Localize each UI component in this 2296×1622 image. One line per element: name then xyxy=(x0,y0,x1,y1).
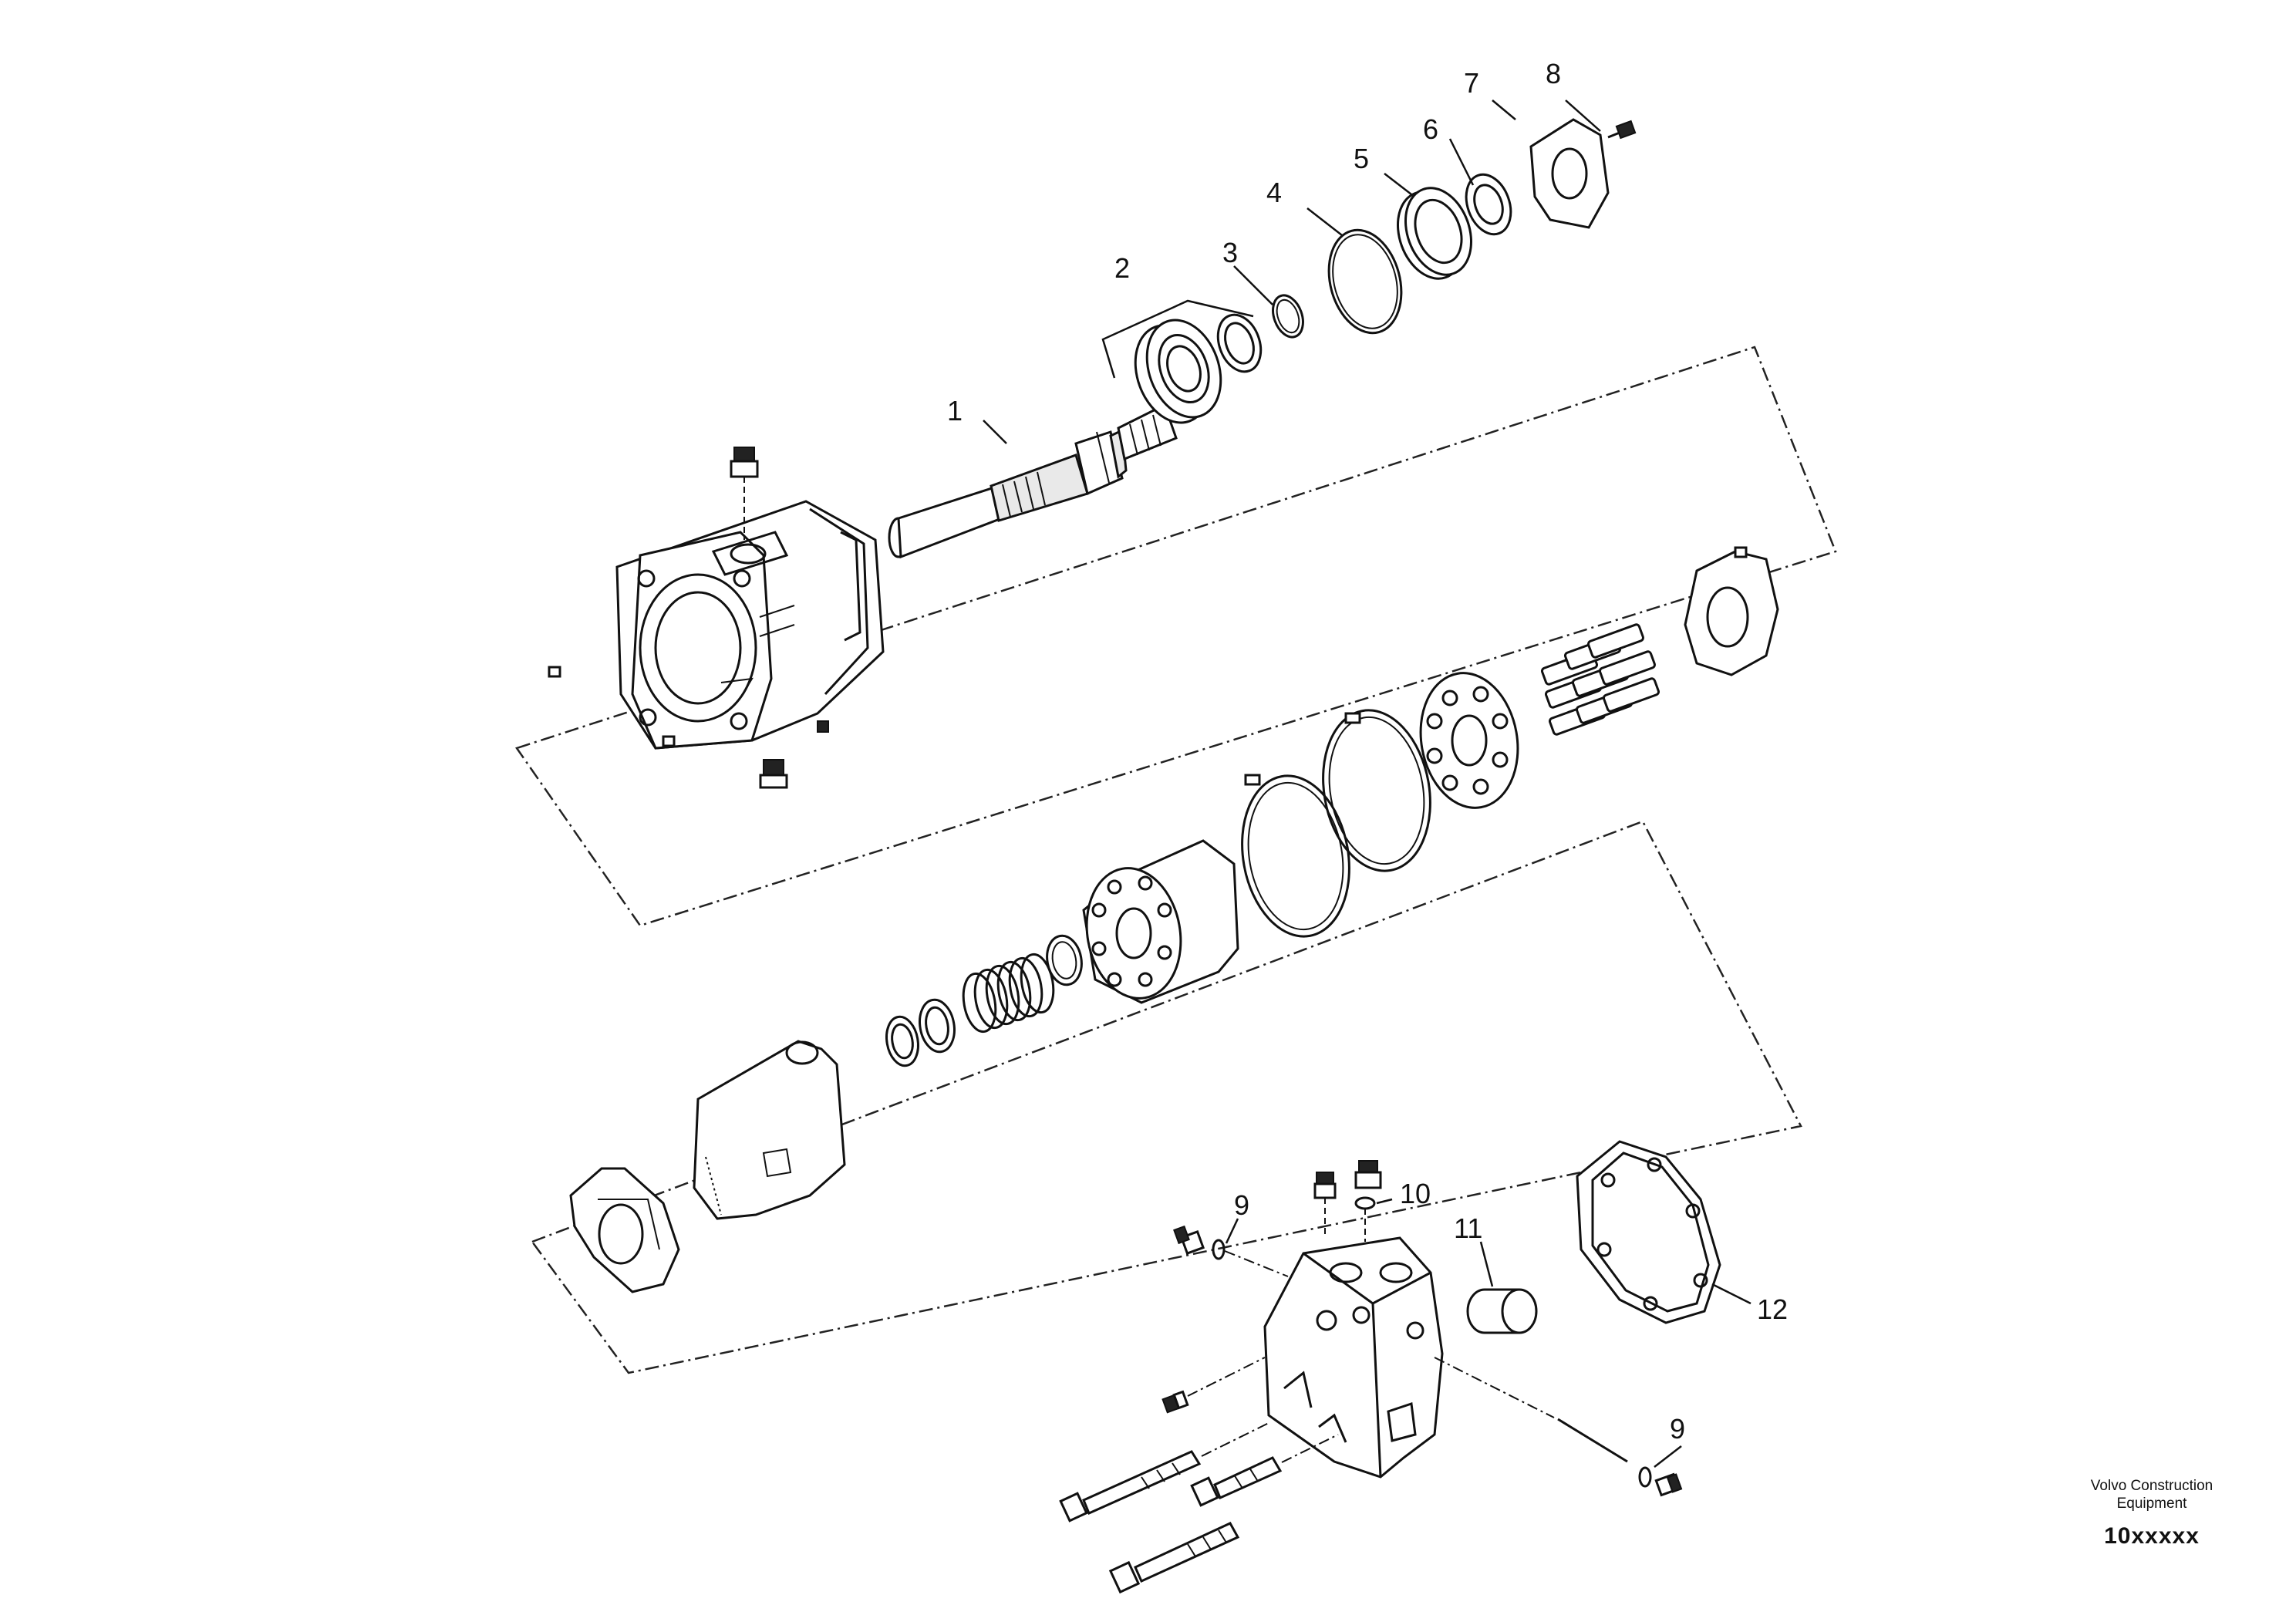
pump-housing xyxy=(615,500,885,750)
callout-9-upper: 9 xyxy=(1234,1189,1249,1221)
port-plate xyxy=(569,1167,680,1293)
drive-shaft xyxy=(888,403,1178,559)
retainer-plate xyxy=(1529,118,1610,229)
block-spring xyxy=(962,953,1055,1034)
bushing xyxy=(1466,1288,1538,1334)
housing-bottom-plug xyxy=(759,759,788,789)
callout-4: 4 xyxy=(1266,177,1282,208)
bearing-spacer xyxy=(1216,313,1263,373)
cylinder-block xyxy=(1082,839,1239,1004)
seal-ring-9-lower xyxy=(1638,1466,1652,1488)
bolt-middle xyxy=(1190,1434,1339,1507)
snap-ring xyxy=(1272,294,1304,339)
callout-7: 7 xyxy=(1464,67,1479,99)
callout-8: 8 xyxy=(1546,58,1561,89)
brand-line-2: Equipment xyxy=(2116,1496,2187,1512)
retainer-disc xyxy=(1419,672,1519,809)
lower-group-boundary xyxy=(531,820,1802,1374)
o-ring xyxy=(1327,228,1403,335)
bearing xyxy=(1134,319,1222,424)
swash-gasket-b xyxy=(1241,774,1350,938)
spring-washer-a xyxy=(919,998,956,1054)
drawing-code: 10xxxxx xyxy=(2104,1523,2200,1549)
callout-2: 2 xyxy=(1114,252,1130,284)
plug-top-left xyxy=(1313,1172,1337,1199)
bolt-upper xyxy=(1059,1422,1269,1523)
callout-1: 1 xyxy=(947,395,963,427)
control-pin xyxy=(1557,1418,1628,1463)
callout-10: 10 xyxy=(1400,1178,1431,1209)
end-cap-gasket xyxy=(1576,1140,1721,1324)
cylinder-spring-plate xyxy=(1684,546,1779,676)
plug-top-right xyxy=(1354,1160,1382,1189)
shaft-seal xyxy=(1396,187,1473,280)
leader-lines xyxy=(983,99,1752,1468)
plug-lower-left xyxy=(1161,1390,1189,1414)
end-cap xyxy=(1263,1236,1444,1479)
callout-12: 12 xyxy=(1757,1293,1788,1325)
brand-line-1: Volvo Construction xyxy=(2090,1478,2213,1494)
upper-group-boundary xyxy=(515,346,1837,927)
bolt-lower xyxy=(1108,1522,1240,1594)
diagram-footer: Volvo Construction Equipment 10xxxxx xyxy=(2036,1477,2267,1549)
plug-right xyxy=(1654,1472,1683,1497)
callout-3: 3 xyxy=(1222,237,1238,268)
seal-ring-9-upper xyxy=(1212,1239,1226,1260)
dowel-pin-a xyxy=(548,666,561,678)
callout-labels: 1 2 3 4 5 6 7 8 9 10 11 12 9 xyxy=(947,58,1788,1445)
spring-washer-b xyxy=(885,1015,919,1067)
callout-6: 6 xyxy=(1423,113,1438,145)
control-sleeve xyxy=(693,1040,846,1220)
callout-5: 5 xyxy=(1354,143,1369,174)
seal-ring-10 xyxy=(1354,1196,1376,1210)
retainer-screw xyxy=(1607,120,1637,140)
housing-top-plug xyxy=(730,447,759,478)
pistons-set xyxy=(1540,623,1660,736)
swash-gasket-a xyxy=(1322,709,1431,872)
plug-left xyxy=(1173,1225,1205,1256)
block-shim xyxy=(1046,934,1083,986)
housing-small-plug xyxy=(817,720,829,733)
callout-11: 11 xyxy=(1454,1212,1482,1244)
callout-9-lower: 9 xyxy=(1670,1413,1685,1445)
dowel-pin-b xyxy=(662,735,676,747)
seal-washer xyxy=(1465,173,1512,236)
